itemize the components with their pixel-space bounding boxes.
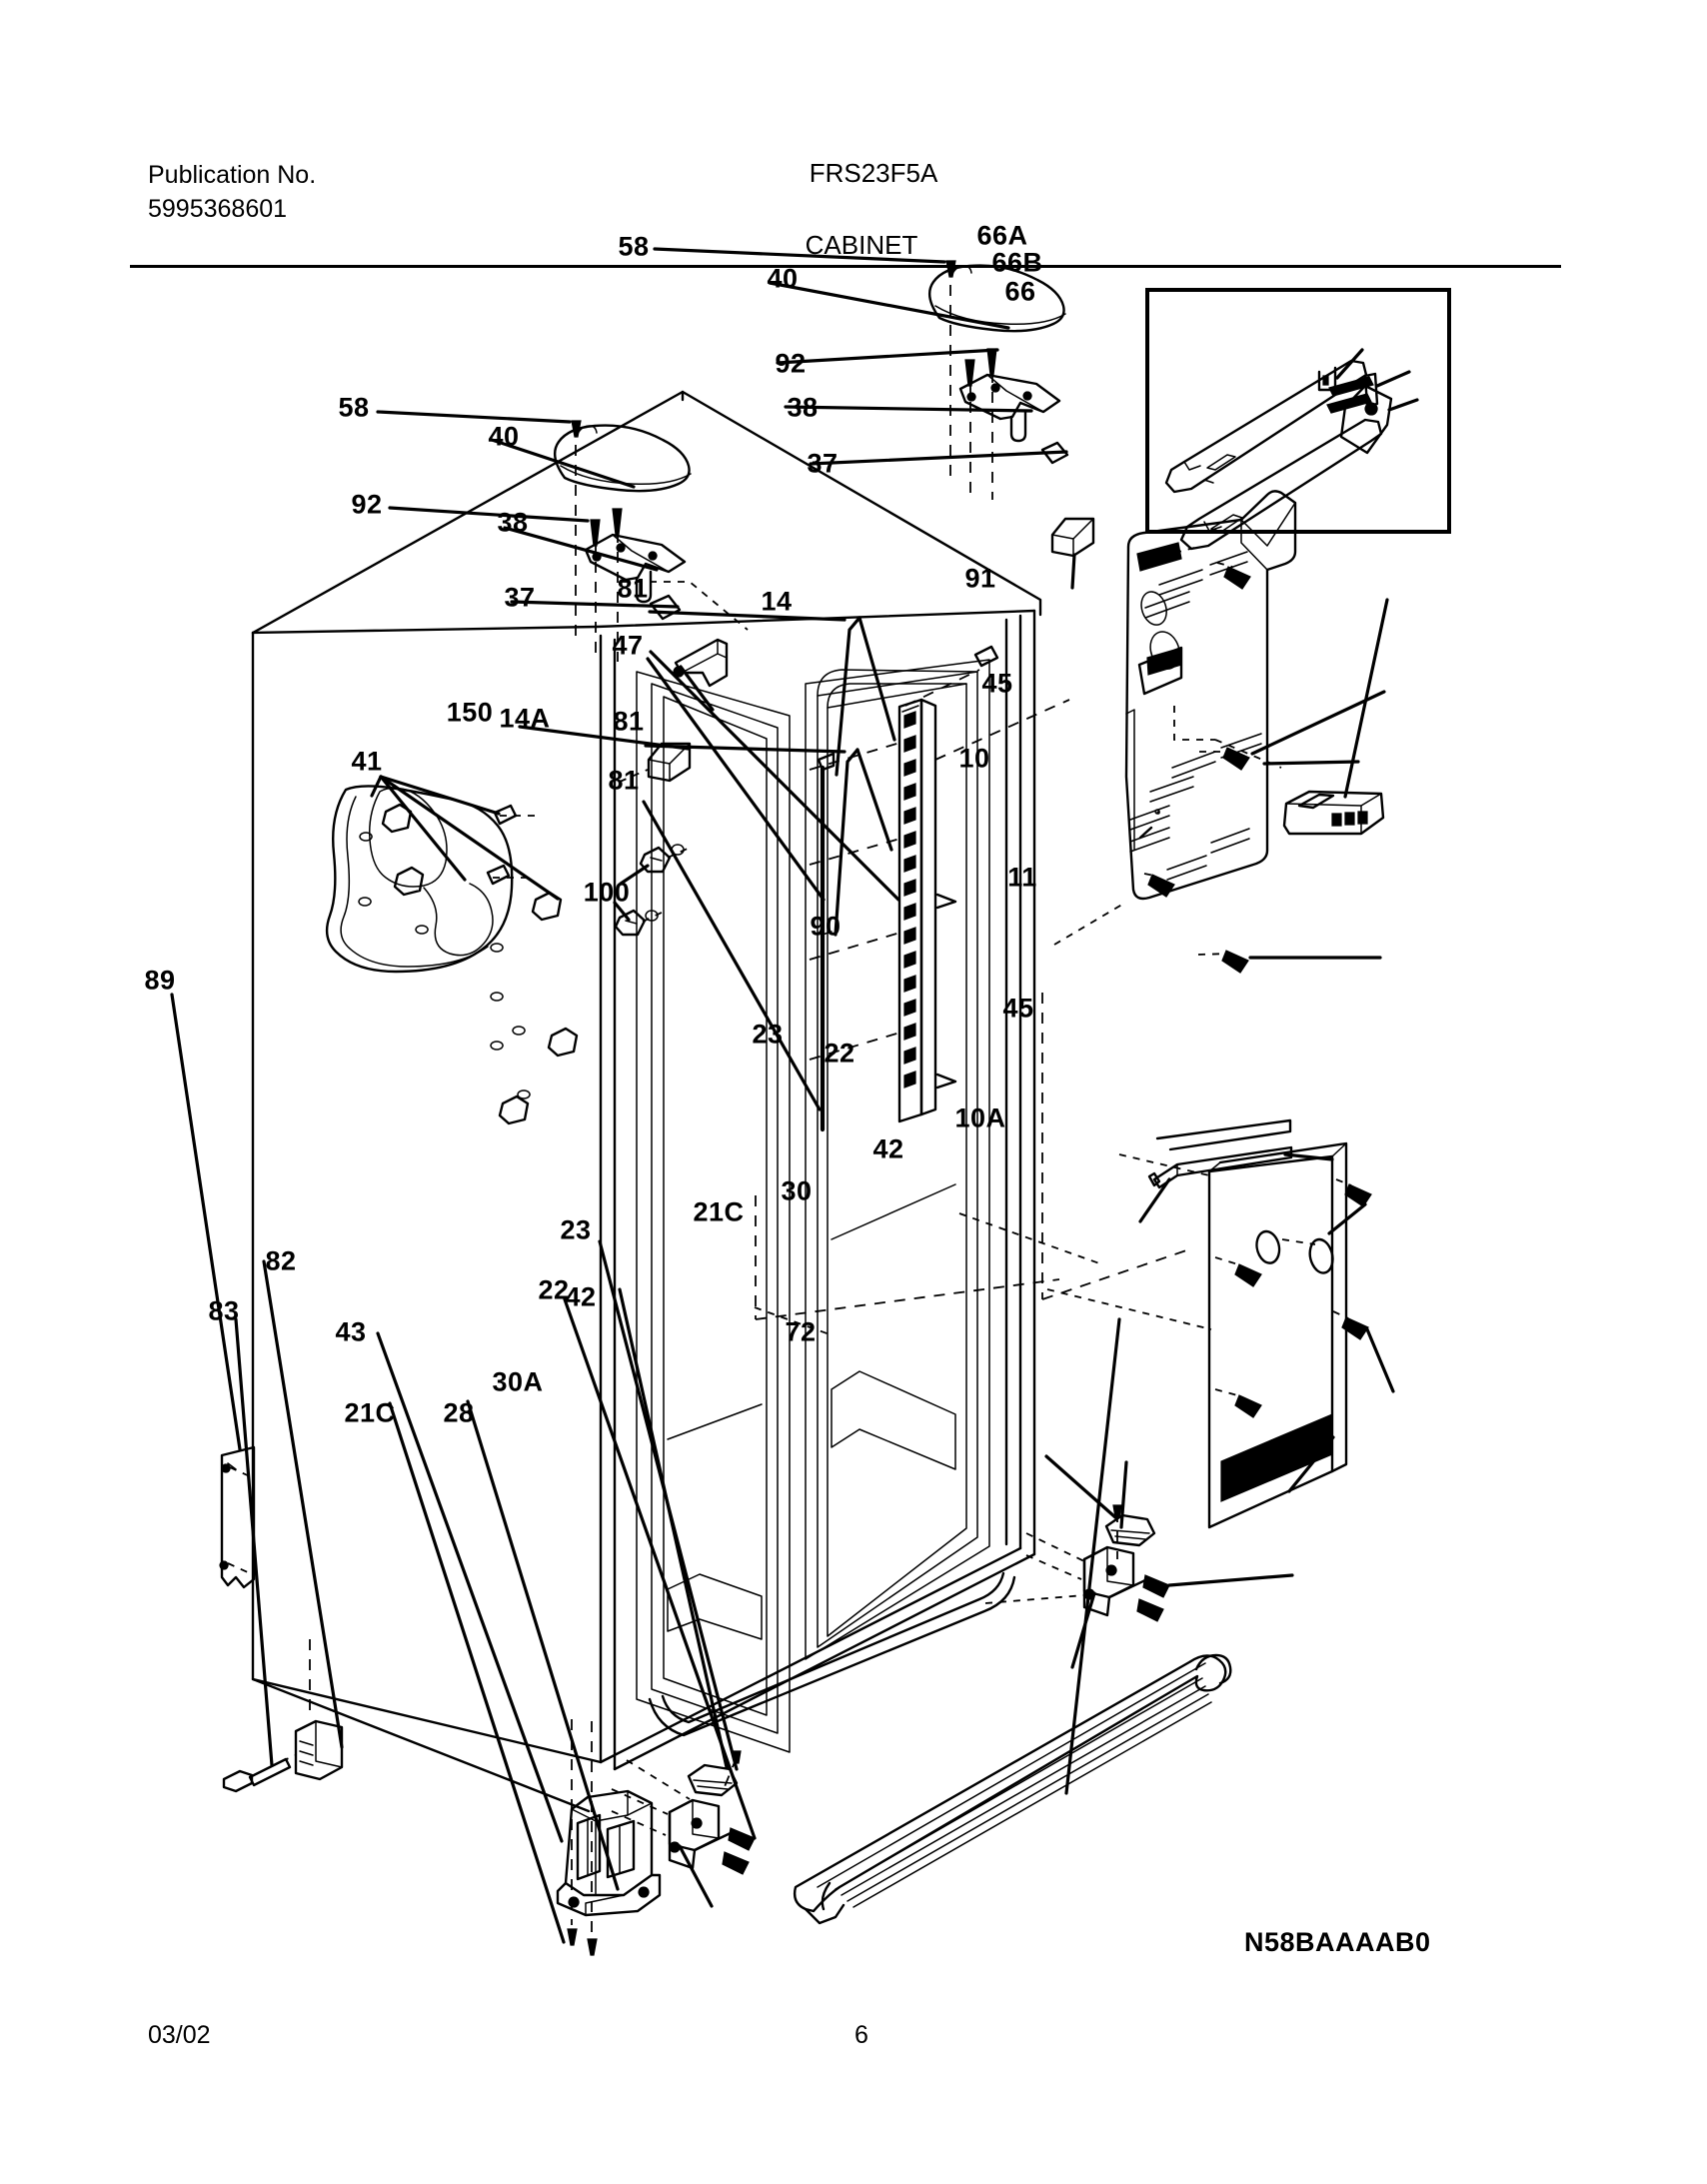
drawing-code: N58BAAAAB0	[1244, 1927, 1431, 1957]
part-callout-38: 38	[497, 507, 529, 538]
part-callout-42: 42	[872, 1133, 904, 1164]
rear-access-panel-group	[1046, 1118, 1395, 1529]
part-callout-150: 150	[446, 697, 494, 728]
part-callout-81: 81	[608, 765, 640, 796]
part-callout-81: 81	[617, 573, 649, 604]
part-callout-23: 23	[752, 1019, 784, 1050]
part-callout-38: 38	[787, 392, 819, 423]
rear-bracket-group	[170, 993, 344, 1793]
part-callout-100: 100	[583, 877, 631, 908]
publication-label: Publication No.	[148, 161, 317, 189]
part-callout-58: 58	[338, 392, 370, 423]
section-title: CABINET	[805, 230, 918, 260]
part-callout-66a: 66A	[976, 220, 1028, 251]
part-callout-45: 45	[981, 668, 1013, 699]
part-callout-42: 42	[565, 1281, 597, 1312]
part-callout-45: 45	[1002, 993, 1034, 1024]
left-frame-small-parts-group	[510, 581, 749, 783]
part-callout-14: 14	[761, 586, 793, 617]
part-callout-30a: 30A	[492, 1366, 544, 1397]
part-callout-91: 91	[964, 563, 996, 594]
part-callout-11: 11	[1007, 862, 1037, 893]
part-callout-83: 83	[208, 1295, 240, 1326]
insulation-shield-group	[325, 775, 579, 1125]
part-callout-40: 40	[488, 421, 520, 452]
handle-inset-group	[1145, 288, 1451, 551]
part-callout-66: 66	[1004, 276, 1036, 307]
top-left-hinge-group	[376, 410, 692, 662]
part-callout-92: 92	[351, 489, 383, 520]
model-number: FRS23F5A	[809, 158, 938, 188]
cabinet-body-group	[251, 390, 1042, 1813]
part-callout-37: 37	[807, 448, 839, 479]
part-callout-21c: 21C	[693, 1196, 745, 1227]
part-callout-89: 89	[144, 965, 176, 996]
header-rule	[130, 265, 1561, 268]
revision-date: 03/02	[148, 2021, 211, 2049]
part-callout-21c: 21C	[344, 1397, 396, 1428]
part-callout-92: 92	[775, 348, 807, 379]
shelf-ladder-group	[642, 517, 1095, 1132]
part-callout-66b: 66B	[991, 247, 1043, 278]
part-callout-47: 47	[612, 630, 644, 661]
publication-number: 5995368601	[148, 195, 288, 223]
roller-leveler-group	[376, 1331, 662, 1956]
part-callout-90: 90	[810, 911, 842, 942]
part-callout-28: 28	[443, 1397, 475, 1428]
bottom-left-hinge-group	[563, 1239, 757, 1908]
part-callout-22: 22	[538, 1274, 570, 1305]
part-callout-58: 58	[618, 231, 650, 262]
part-callout-82: 82	[265, 1245, 297, 1276]
part-callout-22: 22	[824, 1038, 855, 1069]
part-callout-41: 41	[351, 746, 383, 777]
part-callout-40: 40	[767, 263, 799, 294]
machine-compartment-cover-group	[1124, 490, 1389, 974]
page-number: 6	[854, 2021, 868, 2049]
part-callout-10: 10	[958, 743, 990, 774]
inset-frame	[1145, 288, 1451, 534]
part-callout-43: 43	[335, 1316, 367, 1347]
part-callout-14a: 14A	[499, 703, 551, 734]
part-callout-81: 81	[613, 706, 645, 737]
bottom-right-hinge-group	[984, 1454, 1294, 1669]
part-callout-37: 37	[504, 582, 536, 613]
publication-block: Publication No. 5995368601	[148, 158, 316, 226]
part-callout-72: 72	[785, 1316, 817, 1347]
toe-grille-group	[755, 1195, 1232, 1925]
part-callout-30: 30	[781, 1175, 813, 1206]
part-callout-10a: 10A	[954, 1102, 1006, 1133]
part-callout-23: 23	[560, 1214, 592, 1245]
